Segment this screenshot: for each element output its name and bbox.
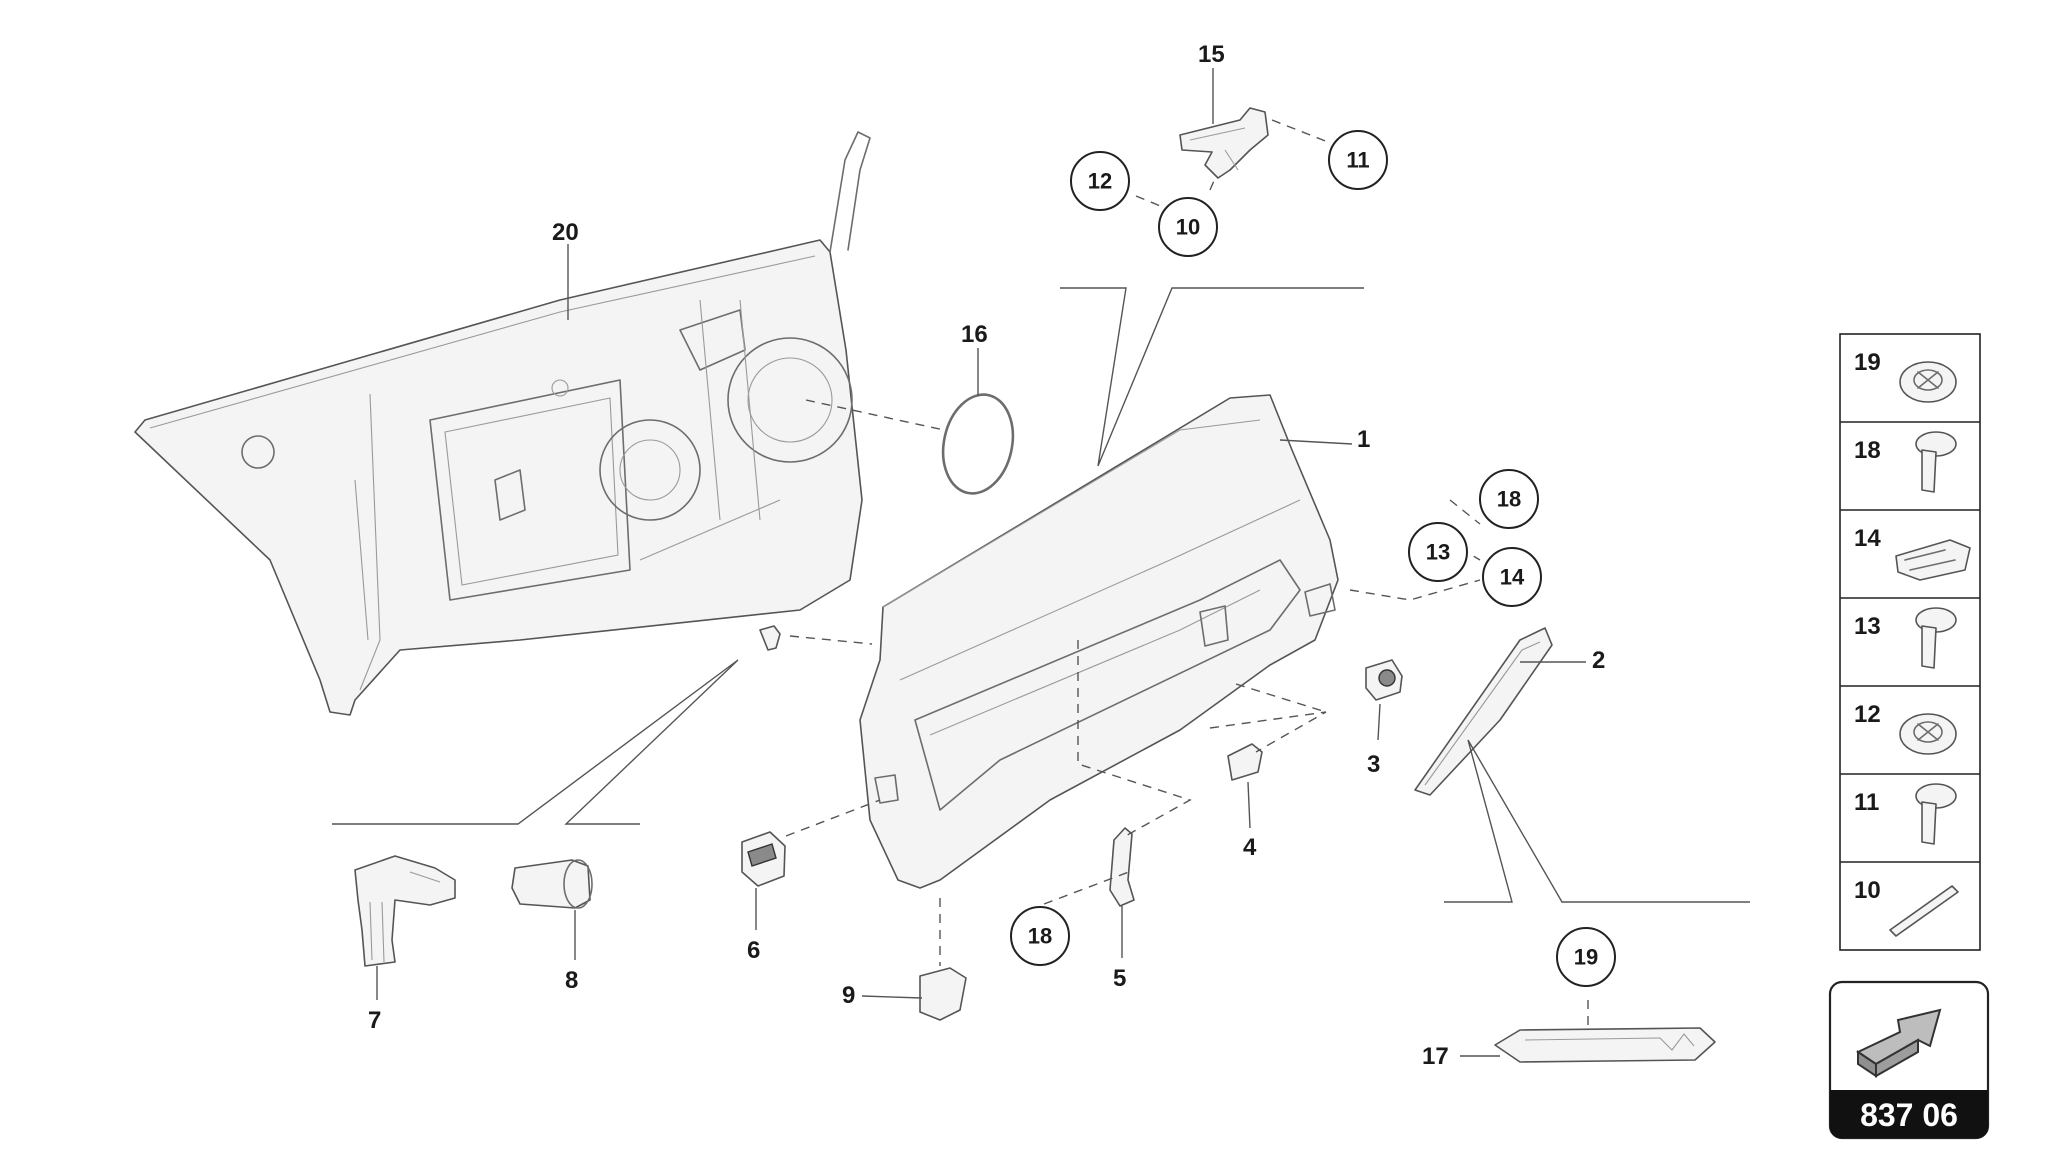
label-part-7: 7 (368, 1007, 381, 1034)
arrow-icon (1855, 1008, 1942, 1078)
screw-icon (1915, 783, 1957, 845)
svg-text:12: 12 (1854, 701, 1881, 728)
screw-icon (1915, 607, 1957, 669)
circle-callout-13: 13 (1408, 522, 1468, 582)
circle-callout-18-upper: 18 (1479, 469, 1539, 529)
svg-text:11: 11 (1854, 789, 1879, 816)
circle-callout-10: 10 (1158, 197, 1218, 257)
svg-text:18: 18 (1028, 924, 1052, 949)
pull-strap-part-5 (1109, 827, 1135, 907)
switch-part-6 (741, 831, 786, 887)
svg-text:11: 11 (1346, 148, 1369, 173)
push-clip-icon (759, 625, 781, 651)
label-part-17: 17 (1422, 1043, 1449, 1070)
o-ring-part-16 (941, 393, 1015, 495)
circle-callout-12: 12 (1070, 151, 1130, 211)
label-part-9: 9 (842, 982, 855, 1009)
side-trim-part-2 (1414, 627, 1553, 796)
screw-icon (1915, 431, 1957, 493)
label-part-15: 15 (1198, 41, 1225, 68)
svg-text:19: 19 (1854, 349, 1881, 376)
legend-row-10: 10 (1854, 877, 1959, 937)
page-number: 837 06 (1860, 1097, 1958, 1133)
svg-text:12: 12 (1088, 169, 1112, 194)
svg-text:10: 10 (1176, 215, 1200, 240)
label-part-2: 2 (1592, 647, 1605, 674)
washer-clip-icon (1899, 713, 1957, 755)
fastener-legend: 19 18 14 13 (1839, 333, 1981, 951)
svg-text:13: 13 (1854, 613, 1881, 640)
circle-callout-18-lower: 18 (1010, 906, 1070, 966)
label-part-6: 6 (747, 937, 760, 964)
label-part-1: 1 (1357, 426, 1370, 453)
knob-part-3 (1365, 659, 1403, 701)
circle-callout-14: 14 (1482, 547, 1542, 607)
washer-clip-icon (1899, 361, 1957, 403)
label-part-3: 3 (1367, 751, 1380, 778)
pin-icon (1889, 885, 1959, 937)
plug-part-8 (511, 859, 593, 909)
label-part-20: 20 (552, 219, 579, 246)
label-part-8: 8 (565, 967, 578, 994)
page-number-box: 837 06 (1828, 980, 1990, 1140)
svg-text:14: 14 (1854, 525, 1881, 552)
clip-nut-icon (1895, 539, 1971, 581)
legend-row-12: 12 (1854, 701, 1957, 755)
clip-part-9 (919, 967, 967, 1021)
legend-row-13: 13 (1854, 607, 1957, 669)
label-part-4: 4 (1243, 834, 1257, 861)
label-part-16: 16 (961, 321, 988, 348)
bracket-part-15 (1179, 107, 1269, 179)
dashed-connections (785, 119, 1589, 1030)
part-number-labels: 20 1 2 3 4 5 6 7 8 9 17 15 16 (368, 41, 1605, 1070)
svg-text:14: 14 (1500, 565, 1525, 590)
legend-row-14: 14 (1854, 525, 1971, 581)
circle-callout-19: 19 (1556, 927, 1616, 987)
legend-row-11: 11 (1854, 783, 1957, 845)
legend-row-18: 18 (1854, 431, 1957, 493)
svg-text:19: 19 (1574, 945, 1598, 970)
circle-callout-11: 11 (1328, 130, 1388, 190)
cover-part-4 (1227, 743, 1263, 781)
label-part-5: 5 (1113, 965, 1126, 992)
svg-text:18: 18 (1854, 437, 1881, 464)
latch-part-7 (354, 855, 456, 967)
svg-text:18: 18 (1497, 487, 1521, 512)
svg-text:13: 13 (1426, 540, 1450, 565)
door-trim-panel-part-1 (859, 394, 1339, 889)
svg-text:10: 10 (1854, 877, 1881, 904)
badge-part-17 (1494, 1027, 1716, 1063)
legend-row-19: 19 (1854, 349, 1957, 403)
leader-lines (332, 68, 1750, 1057)
circled-callouts: 12 10 11 18 13 14 18 19 (1010, 130, 1616, 987)
door-frame-part-20 (134, 131, 871, 716)
